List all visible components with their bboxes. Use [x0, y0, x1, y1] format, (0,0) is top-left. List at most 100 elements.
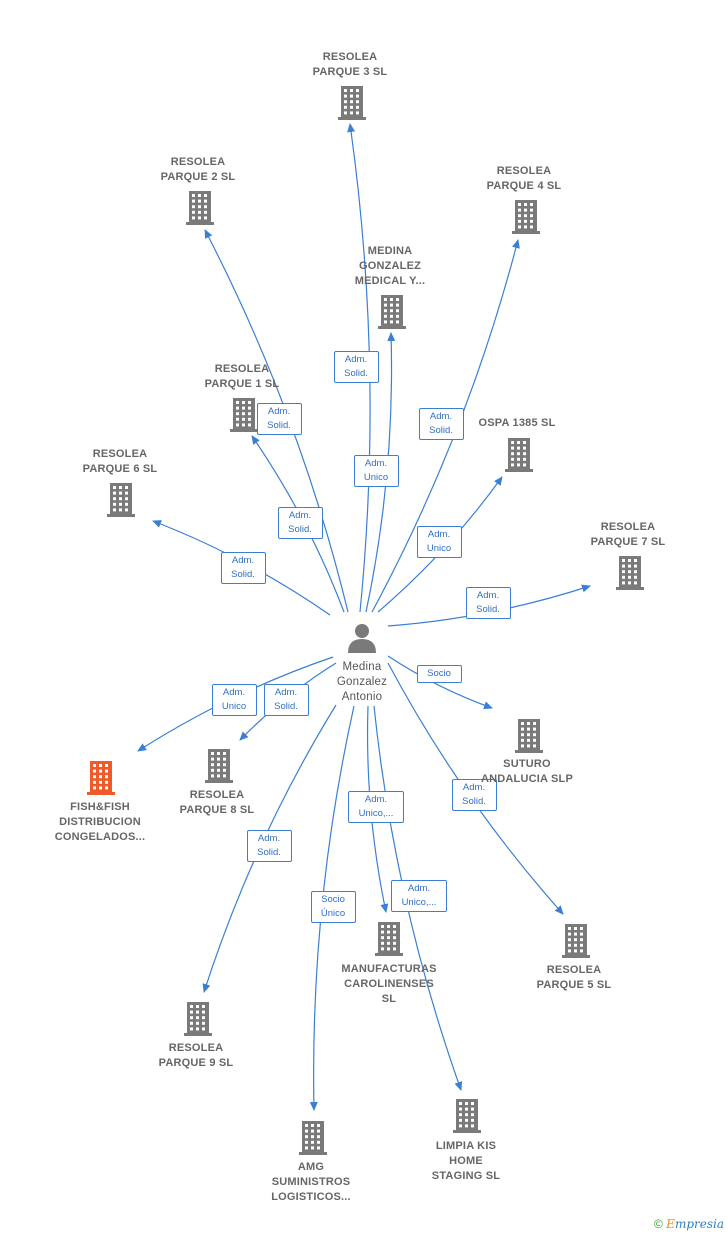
edge-label-suturo[interactable]: Socio	[416, 665, 462, 683]
building-window	[317, 1146, 320, 1150]
edge-label-resolea6[interactable]: Adm.Solid.	[220, 552, 266, 584]
edge-label-resolea5[interactable]: Adm.Solid.	[451, 779, 497, 811]
building-window	[511, 463, 514, 467]
building-window	[305, 1135, 308, 1139]
building-window	[242, 406, 245, 410]
building-window	[350, 111, 353, 115]
edge-label-resolea1[interactable]: Adm.Solid.	[256, 403, 302, 435]
building-window	[384, 309, 387, 313]
edge-label-medina[interactable]: Adm.Unico	[353, 455, 399, 487]
edge-label-resolea2[interactable]: Adm.Solid.	[277, 507, 323, 539]
building-window	[350, 89, 353, 92]
building-window	[390, 320, 393, 324]
building-window	[530, 214, 533, 218]
building-window	[93, 780, 96, 784]
building-window	[236, 417, 239, 421]
building-window	[196, 1010, 199, 1014]
building-window	[211, 768, 214, 772]
building-window	[459, 1102, 462, 1105]
building-window	[396, 303, 399, 307]
building-window	[202, 1021, 205, 1025]
building-window	[217, 752, 220, 755]
building-window	[523, 446, 526, 450]
edge-label-ospa[interactable]: Adm.Unico	[416, 526, 462, 558]
building-window	[390, 309, 393, 313]
building-window	[471, 1124, 474, 1128]
building-window	[628, 559, 631, 562]
building-window	[248, 412, 251, 416]
person-icon-head[interactable]	[355, 624, 369, 638]
building-window	[192, 199, 195, 203]
building-window	[518, 203, 521, 206]
edge-label-resolea4[interactable]: Adm.Solid.	[418, 408, 464, 440]
edge-label-fish[interactable]: Adm.Unico	[211, 684, 257, 716]
building-window	[344, 111, 347, 115]
building-window	[190, 1027, 193, 1031]
building-window	[580, 927, 583, 930]
building-window	[384, 314, 387, 318]
building-window	[523, 457, 526, 461]
edge-label-manufacturas[interactable]: Adm.Unico,...	[348, 791, 404, 823]
building-window	[471, 1113, 474, 1117]
building-window	[196, 1016, 199, 1020]
building-window	[521, 722, 524, 725]
building-window	[242, 401, 245, 404]
edge-label-resolea3[interactable]: Adm.Solid.	[333, 351, 379, 383]
building-window	[511, 452, 514, 456]
building-window	[393, 925, 396, 928]
building-window	[465, 1118, 468, 1122]
building-window	[628, 564, 631, 568]
building-window	[248, 417, 251, 421]
building-window	[113, 502, 116, 506]
building-window	[236, 412, 239, 416]
empresia-logo[interactable]: Empresia	[666, 1217, 724, 1231]
building-window	[523, 441, 526, 444]
building-window	[393, 936, 396, 940]
building-window	[381, 941, 384, 945]
building-window	[242, 423, 245, 427]
edge-label-resolea9[interactable]: Adm.Solid.	[246, 830, 292, 862]
person-icon[interactable]	[348, 639, 376, 653]
building-window	[119, 508, 122, 512]
building-window	[211, 763, 214, 767]
node-label-ospa[interactable]: OSPA 1385 SL	[478, 417, 556, 429]
building-window	[568, 927, 571, 930]
building-window	[387, 947, 390, 951]
edge-label-resolea8[interactable]: Adm.Solid.	[263, 684, 309, 716]
building-window	[390, 298, 393, 301]
building-window	[533, 722, 536, 725]
building-window	[192, 216, 195, 220]
building-window	[125, 508, 128, 512]
building-window	[248, 423, 251, 427]
building-window	[634, 570, 637, 574]
edge-label-resolea7[interactable]: Adm.Solid.	[465, 587, 511, 619]
edge-label-limpia[interactable]: Adm.Unico,...	[391, 880, 447, 912]
building-window	[192, 194, 195, 197]
building-window	[580, 949, 583, 953]
building-window	[202, 1005, 205, 1008]
building-window	[223, 757, 226, 761]
building-window	[527, 744, 530, 748]
building-window	[356, 100, 359, 104]
building-window	[217, 757, 220, 761]
building-window	[305, 1140, 308, 1144]
building-window	[387, 941, 390, 945]
